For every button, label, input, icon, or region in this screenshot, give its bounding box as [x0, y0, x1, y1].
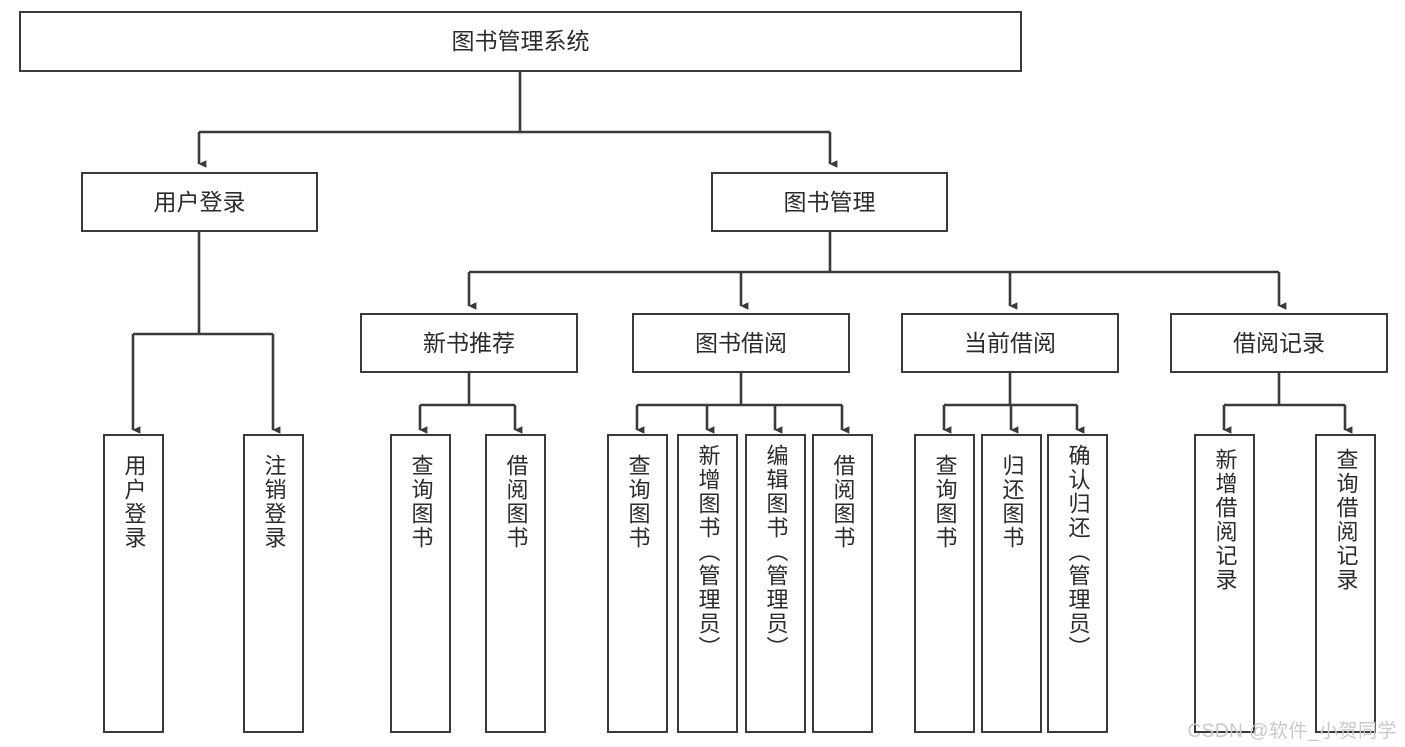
leaf-add-borrow-record[interactable]: 新增借阅记录 [1194, 434, 1255, 733]
node-label: 图书管理 [783, 188, 876, 215]
node-label: 用户登录 [153, 188, 246, 215]
leaf-edit-book-admin[interactable]: 编辑图书（管理员） [745, 434, 806, 733]
leaf-query-borrow-record[interactable]: 查询借阅记录 [1315, 434, 1376, 733]
leaf-borrow-book[interactable]: 借阅图书 [812, 434, 873, 733]
node-label: 图书借阅 [695, 329, 787, 356]
node-label: 图书管理系统 [451, 28, 590, 55]
leaf-query-book-recommend[interactable]: 查询图书 [390, 434, 451, 733]
node-label: 查询图书 [625, 454, 651, 550]
node-label: 注销登录 [261, 454, 287, 550]
node-book-borrow[interactable]: 图书借阅 [632, 313, 850, 373]
node-root-book-management-system[interactable]: 图书管理系统 [19, 11, 1022, 72]
leaf-logout[interactable]: 注销登录 [243, 434, 304, 733]
node-current-borrow[interactable]: 当前借阅 [901, 313, 1119, 373]
watermark-text: CSDN @软件_小贺同学 [1187, 721, 1397, 742]
leaf-confirm-return-admin[interactable]: 确认归还（管理员） [1047, 434, 1108, 733]
node-label: 确认归还（管理员） [1065, 444, 1091, 660]
node-label: 借阅图书 [503, 454, 529, 550]
node-label: 借阅图书 [830, 454, 856, 550]
node-label: 用户登录 [121, 454, 147, 550]
leaf-query-book-current[interactable]: 查询图书 [914, 434, 975, 733]
node-borrow-record[interactable]: 借阅记录 [1170, 313, 1388, 373]
node-new-book-recommendation[interactable]: 新书推荐 [360, 313, 578, 373]
node-label: 新增借阅记录 [1212, 448, 1238, 592]
leaf-borrow-book-recommend[interactable]: 借阅图书 [485, 434, 546, 733]
node-label: 新书推荐 [423, 329, 515, 356]
leaf-return-book[interactable]: 归还图书 [981, 434, 1042, 733]
node-book-management[interactable]: 图书管理 [711, 172, 948, 232]
node-label: 查询借阅记录 [1333, 448, 1359, 592]
leaf-query-book-borrow[interactable]: 查询图书 [607, 434, 668, 733]
node-label: 查询图书 [932, 454, 958, 550]
node-user-login[interactable]: 用户登录 [81, 172, 318, 232]
leaf-add-book-admin[interactable]: 新增图书（管理员） [677, 434, 738, 733]
node-label: 查询图书 [408, 454, 434, 550]
node-label: 借阅记录 [1233, 329, 1325, 356]
leaf-user-login[interactable]: 用户登录 [103, 434, 164, 733]
node-label: 新增图书（管理员） [695, 444, 721, 660]
node-label: 当前借阅 [964, 329, 1056, 356]
node-label: 归还图书 [999, 454, 1025, 550]
node-label: 编辑图书（管理员） [763, 444, 789, 660]
